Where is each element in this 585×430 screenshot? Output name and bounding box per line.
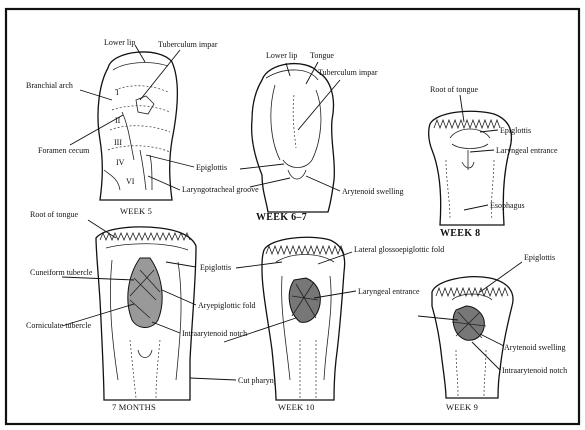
label-lower-lip-w67: Lower lip [266, 51, 297, 60]
label-root-of-tongue-m7: Root of tongue [30, 210, 78, 219]
roman-numeral-IV: IV [116, 158, 125, 167]
label-tongue: Tongue [310, 51, 334, 60]
label-branchial-arch: Branchial arch [26, 81, 73, 90]
label-arytenoid-swelling-w9: Arytenoid swelling [504, 343, 566, 352]
roman-numeral-VI: VI [126, 177, 135, 186]
label-interarytenoid-notch-m7: Intraarytenoid notch [182, 329, 247, 338]
label-root-of-tongue-w8: Root of tongue [430, 85, 478, 94]
label-esophagus: Esophagus [490, 201, 525, 210]
caption-week-8: WEEK 8 [440, 228, 480, 239]
caption-week-9: WEEK 9 [446, 402, 478, 412]
caption-7-months: 7 MONTHS [112, 402, 156, 412]
label-lateral-glossoepiglottic-fold-line: Lateral glossoepiglottic fold [354, 245, 444, 254]
label-corniculate-tubercle-line: Corniculate tubercle [26, 321, 92, 330]
label-tuberculum-impar-w5: Tuberculum impar [158, 40, 218, 49]
label-laryngeal-entrance-w8: Laryngeal entrance [496, 146, 558, 155]
label-aryepiglottic-fold-line: Aryepiglottic fold [198, 301, 256, 310]
label-epiglottis-w8: Epiglottis [500, 126, 531, 135]
roman-numeral-III: III [114, 138, 122, 147]
label-arytenoid-swelling-w67: Arytenoid swelling [342, 187, 404, 196]
roman-numeral-I: I [116, 88, 119, 97]
label-cuneiform-tubercle-line: Cuneiform tubercle [30, 268, 93, 277]
label-laryngeal-entrance-w10: Laryngeal entrance [358, 287, 420, 296]
roman-numeral-II: II [115, 116, 121, 125]
label-tuberculum-impar-w67: Tuberculum impar [318, 68, 378, 77]
label-lower-lip-w5: Lower lip [104, 38, 135, 47]
caption-week-6-7: WEEK 6–7 [256, 212, 307, 223]
label-epiglottis-m7: Epiglottis [200, 263, 231, 272]
caption-week-10: WEEK 10 [278, 402, 315, 412]
caption-week-5: WEEK 5 [120, 206, 152, 216]
label-interarytenoid-notch-w9: Intraarytenoid notch [502, 366, 567, 375]
label-epiglottis-w9: Epiglottis [524, 253, 555, 262]
label-laryngotracheal-groove: Laryngotracheal groove [182, 185, 259, 194]
label-epiglottis-w5: Epiglottis [196, 163, 227, 172]
label-foramen-cecum-line1: Foramen cecum [38, 146, 90, 155]
